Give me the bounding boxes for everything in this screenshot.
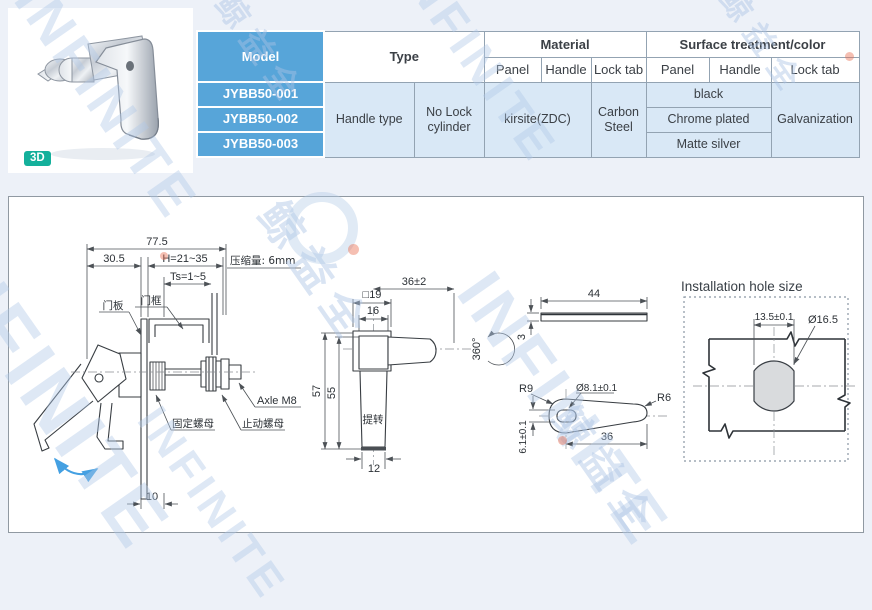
col-header-material: Material [483,30,647,58]
type-lock-cell: No Lock cylinder [413,81,485,158]
label-360: 360° [471,338,483,361]
subheader-surface-locktab: Lock tab [770,56,860,83]
photo-nut-stack [37,57,95,83]
swing-arrow [53,457,99,483]
spec-table: Model Type Material Surface treatment/co… [196,30,860,158]
dim-36pm2: 36±2 [402,276,426,288]
model-cell: JYBB50-002 [196,106,325,133]
col-header-surface: Surface treatment/color [645,30,860,58]
shaft-assembly [149,356,242,392]
photo-hole [126,61,134,71]
lock-tab-side [540,312,648,322]
material-locktab-cell: Carbon Steel [590,81,647,158]
product-photo-card: 3D [8,8,193,173]
rotation-arc [487,330,515,366]
dim-ts: Ts=1~5 [170,271,206,283]
subheader-material-locktab: Lock tab [590,56,647,83]
label-stop-nut: 止动螺母 [242,418,284,430]
col-header-type: Type [323,30,485,83]
dim-55: 55 [326,387,338,399]
label-compression: 压缩量: 6mm [230,254,296,267]
table-row: JYBB50-003 Matte silver [196,131,859,158]
dim-36: 36 [601,431,613,443]
dim-30-5: 30.5 [103,253,124,265]
model-cell: JYBB50-001 [196,81,325,108]
dashed-frame [683,296,849,462]
subheader-surface-panel: Panel [645,56,710,83]
subheader-material-handle: Handle [540,56,592,83]
front-view-drawing: 36±2 □19 16 提转 57 55 12 360° [311,276,515,475]
technical-drawing: 77.5 30.5 H=21~35 压缩量: 6mm Ts=1~5 门板 门框 [33,236,855,509]
dim-6-1: 6.1±0.1 [518,420,529,454]
model-cell: JYBB50-003 [196,131,325,158]
dim-12: 12 [368,463,380,475]
door-frame-channel [148,318,210,343]
subheader-material-panel: Panel [483,56,542,83]
double-d-hole [753,360,795,412]
material-panel-handle-cell: kirsite(ZDC) [483,81,592,158]
technical-drawing-panel: 77.5 30.5 H=21~35 压缩量: 6mm Ts=1~5 门板 门框 [8,196,864,533]
label-grip: 提转 [363,413,384,426]
label-r6: R6 [657,392,671,404]
dim-10: 10 [146,491,158,503]
col-header-model: Model [196,30,325,83]
dim-16: 16 [367,305,379,317]
table-row: JYBB50-002 Chrome plated [196,106,859,133]
product-photo [37,35,159,160]
table-row: JYBB50-001 Handle type No Lock cylinder … [196,81,860,158]
lock-tab-slot [556,409,577,423]
dim-sq19: □19 [363,289,382,301]
label-hole-dia: Ø8.1±0.1 [576,383,618,394]
label-door-panel: 门板 [103,299,124,312]
latch-hook [96,402,124,450]
lock-tab-drawing: 44 3 R9 Ø8.1±0.1 R6 36 6.1±0.1 [516,288,671,454]
dim-dia-16-5: Ø16.5 [808,314,838,326]
installation-hole-drawing: Installation hole size 13.5±0.1 Ø16.5 [681,279,855,462]
dim-44: 44 [588,288,600,300]
label-r9: R9 [519,383,533,395]
dim-57: 57 [311,385,323,397]
dim-13-5: 13.5±0.1 [755,312,794,323]
dim-3: 3 [516,334,528,340]
handle-grip-side [33,363,94,452]
surface-cell: Chrome plated [645,106,772,133]
photo-handle-arm [95,38,159,140]
subheader-surface-handle: Handle [708,56,772,83]
label-fixing-nut: 固定螺母 [172,417,214,430]
dim-total-width: 77.5 [146,236,167,248]
photo-shadow [51,148,155,160]
latch-arm-front [387,336,437,366]
side-view-drawing: 77.5 30.5 H=21~35 压缩量: 6mm Ts=1~5 门板 门框 [33,236,301,509]
surface-locktab-cell: Galvanization [770,81,860,158]
door-panel-plate [140,318,148,500]
handle-bracket [81,344,127,403]
surface-cell: Matte silver [645,131,772,158]
label-door-frame: 门框 [141,294,162,307]
type-handle-cell: Handle type [323,81,415,158]
dim-h-range: H=21~35 [162,253,207,265]
badge-3d[interactable]: 3D [24,151,51,166]
surface-cell: black [645,81,772,108]
label-axle-m8: Axle M8 [257,395,297,407]
grip-cap [361,447,386,451]
installation-hole-title: Installation hole size [681,279,803,294]
flange-inner [358,335,389,370]
photo-handle-hook [128,117,159,140]
grip-front [359,370,388,448]
